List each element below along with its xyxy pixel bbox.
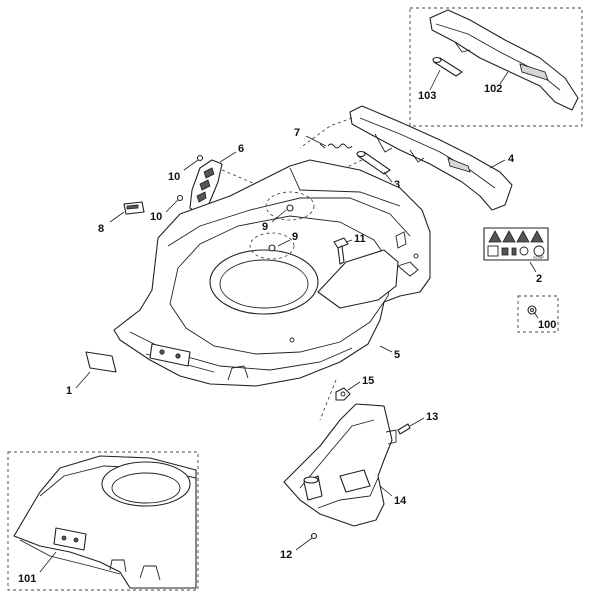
callout-15: 15 (362, 375, 374, 387)
callout-5: 5 (394, 349, 400, 361)
part-10-screw-b (176, 194, 184, 202)
callout-9a: 9 (262, 221, 268, 233)
callout-102: 102 (484, 83, 502, 95)
callout-1: 1 (66, 385, 72, 397)
callout-100: 100 (538, 319, 556, 331)
decal-stop-text: STOP (533, 255, 544, 260)
callout-101: 101 (18, 573, 36, 585)
part-9-pivot-b (249, 232, 295, 260)
part-11-bolt (333, 237, 349, 265)
callout-10b: 10 (150, 211, 162, 223)
part-8-label (123, 201, 145, 215)
part-12-screw (310, 532, 318, 540)
callout-8: 8 (98, 223, 104, 235)
part-101-deck-front-detail (13, 455, 197, 589)
part-5-mower-deck (113, 159, 431, 387)
callout-103: 103 (418, 90, 436, 102)
callout-2: 2 (536, 273, 542, 285)
part-15-nut (335, 387, 351, 401)
callout-14: 14 (394, 495, 407, 507)
part-103-pin (432, 56, 463, 77)
part-10-screw-a (196, 154, 204, 162)
part-2-warning-decal: STOP (483, 227, 549, 261)
part-14-chute-bracket (283, 403, 397, 527)
callout-12: 12 (280, 549, 292, 561)
part-9-pivot-a (265, 191, 315, 221)
callout-11: 11 (354, 233, 366, 245)
part-4-rear-handle (349, 105, 513, 211)
part-7-spring (319, 143, 353, 149)
part-13-screw (397, 423, 411, 435)
part-1-cover-plate (85, 351, 117, 373)
callout-10a: 10 (168, 171, 180, 183)
callout-9b: 9 (292, 231, 298, 243)
callout-3: 3 (394, 179, 400, 191)
part-3-rod (356, 150, 391, 175)
callout-13: 13 (426, 411, 438, 423)
callout-4: 4 (508, 153, 515, 165)
part-6-rear-bracket (189, 159, 223, 215)
inset-box-100 (517, 295, 559, 333)
inset-box-deck-front (7, 451, 199, 591)
callout-7: 7 (294, 127, 300, 139)
callout-6: 6 (238, 143, 244, 155)
inset-box-handle (409, 7, 583, 127)
part-102-handle-bracket (429, 9, 579, 111)
